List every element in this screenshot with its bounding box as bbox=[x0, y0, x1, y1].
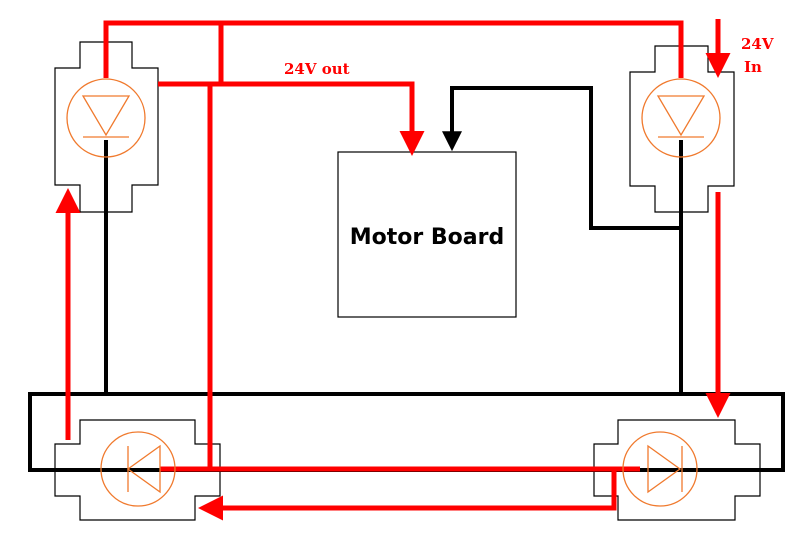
diode-top-right bbox=[641, 78, 721, 158]
connector-housing-bottom-left bbox=[54, 419, 221, 521]
black-wire-motor-return bbox=[442, 86, 681, 230]
connector-housing-bottom-right bbox=[593, 419, 761, 521]
motor-board-box bbox=[337, 151, 517, 318]
diode-triangle-down-icon bbox=[656, 95, 706, 137]
motor-board-label: Motor Board bbox=[350, 225, 504, 250]
red-wire-top-bus bbox=[103, 20, 684, 78]
label-24v-in-line2: In bbox=[744, 58, 762, 76]
diode-triangle-right-icon bbox=[647, 444, 682, 494]
diode-triangle-down-icon bbox=[81, 95, 131, 137]
diode-circle bbox=[100, 431, 176, 507]
label-24v-in-line1: 24V bbox=[741, 35, 774, 53]
red-wire-24v-out bbox=[158, 81, 425, 156]
diode-bottom-left bbox=[100, 431, 176, 507]
diode-circle bbox=[622, 431, 698, 507]
connector-housing-top-left bbox=[54, 41, 159, 213]
diode-circle bbox=[641, 78, 721, 158]
diode-triangle-left-icon bbox=[126, 444, 161, 494]
black-wires bbox=[28, 86, 785, 472]
diode-circle bbox=[66, 78, 146, 158]
red-wire-bottom-return bbox=[198, 467, 617, 521]
diode-bottom-right bbox=[622, 431, 698, 507]
red-wires bbox=[55, 19, 731, 521]
diode-top-left bbox=[66, 78, 146, 158]
label-24v-out: 24V out bbox=[284, 60, 350, 78]
